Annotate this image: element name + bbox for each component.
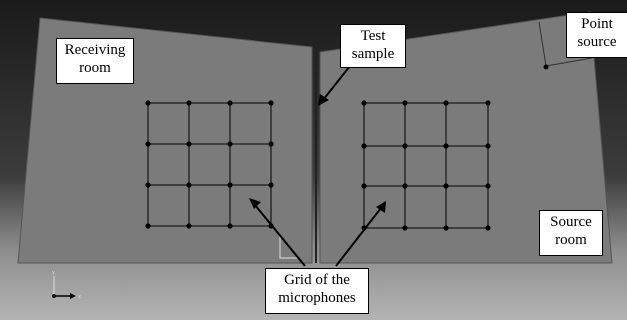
small-axis-marker (279, 236, 298, 259)
arrow-grid-right (335, 201, 386, 267)
microphone-point (485, 100, 491, 106)
microphone-point (145, 100, 151, 106)
microphone-point (443, 183, 449, 189)
microphone-point (186, 223, 192, 229)
xyz-axes-icon: y x (52, 270, 81, 300)
source-room-panel (319, 11, 613, 264)
microphone-grid-label: Grid of the microphones (265, 268, 369, 314)
source-room-label: Source room (539, 210, 603, 256)
microphone-point (485, 183, 491, 189)
microphone-point (361, 183, 367, 189)
microphone-point (145, 182, 151, 188)
microphone-grid-source (361, 100, 491, 231)
microphone-point (227, 182, 233, 188)
microphone-point (443, 143, 449, 149)
microphone-point (402, 143, 408, 149)
microphone-point (186, 100, 192, 106)
arrow-test-sample (318, 65, 351, 106)
microphone-point (186, 141, 192, 147)
microphone-point (268, 182, 274, 188)
microphone-point (268, 141, 274, 147)
test-sample-label: Test sample (340, 24, 406, 68)
microphone-point (227, 223, 233, 229)
microphone-point (227, 141, 233, 147)
receiving-room-label: Receiving room (56, 38, 134, 84)
svg-text:x: x (78, 294, 81, 300)
point-source (543, 64, 549, 70)
point-source-label: Point source (566, 12, 627, 58)
microphone-point (361, 100, 367, 106)
arrow-grid-left (249, 198, 306, 267)
microphone-point (361, 143, 367, 149)
microphone-point (443, 225, 449, 231)
microphone-point (485, 143, 491, 149)
microphone-point (402, 183, 408, 189)
svg-text:y: y (52, 270, 55, 276)
microphone-point (145, 141, 151, 147)
microphone-grid-receiving (145, 100, 274, 229)
microphone-point (268, 100, 274, 106)
microphone-point (402, 225, 408, 231)
microphone-point (186, 182, 192, 188)
microphone-point (402, 100, 408, 106)
microphone-point (227, 100, 233, 106)
microphone-point (145, 223, 151, 229)
microphone-point (443, 100, 449, 106)
microphone-point (485, 225, 491, 231)
